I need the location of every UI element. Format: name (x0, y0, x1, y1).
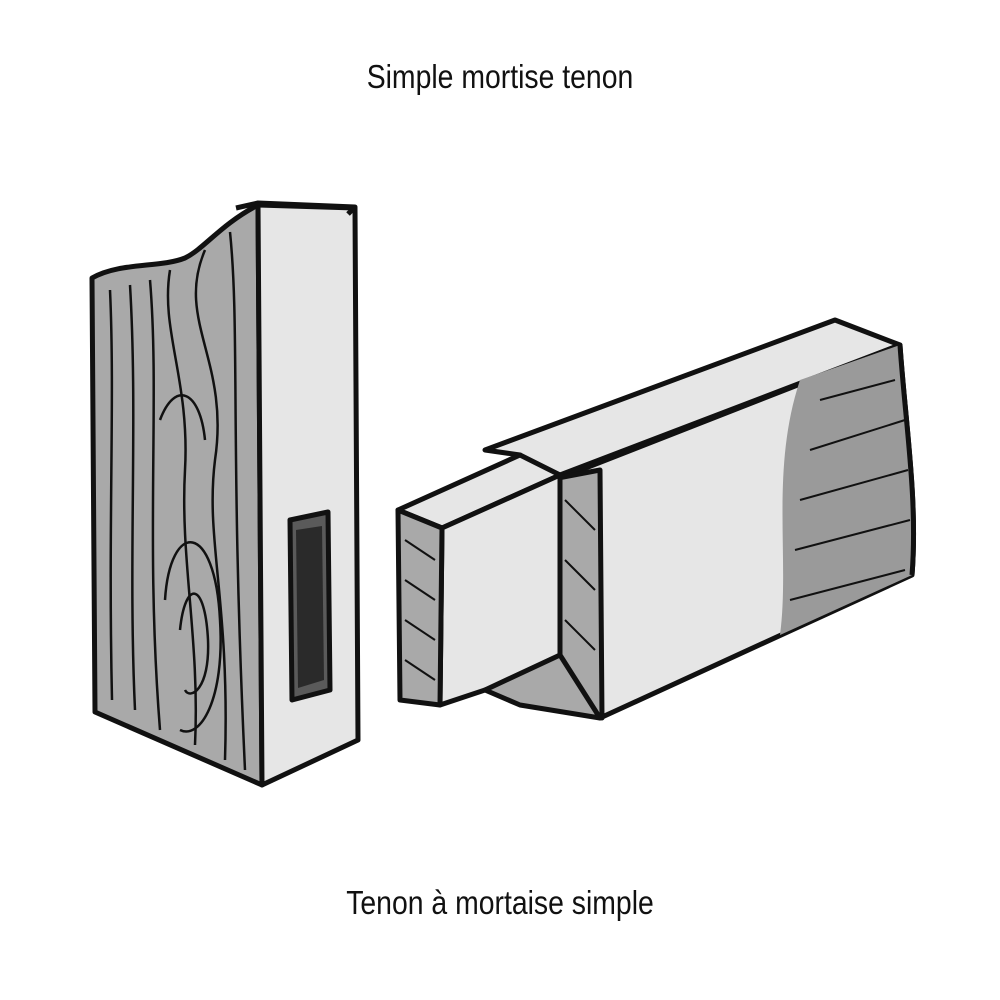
tenon-piece-shaded-end (780, 345, 914, 635)
lower-shoulder (482, 652, 603, 721)
tenon-piece (395, 317, 917, 721)
wood-grain-lines (108, 231, 247, 771)
mortise-piece-top-edge (235, 200, 358, 216)
title-french: Tenon à mortaise simple (346, 884, 654, 921)
tenon-end-face (395, 507, 445, 708)
mortise-piece (89, 200, 361, 788)
title-english: Simple mortise tenon (366, 58, 634, 95)
